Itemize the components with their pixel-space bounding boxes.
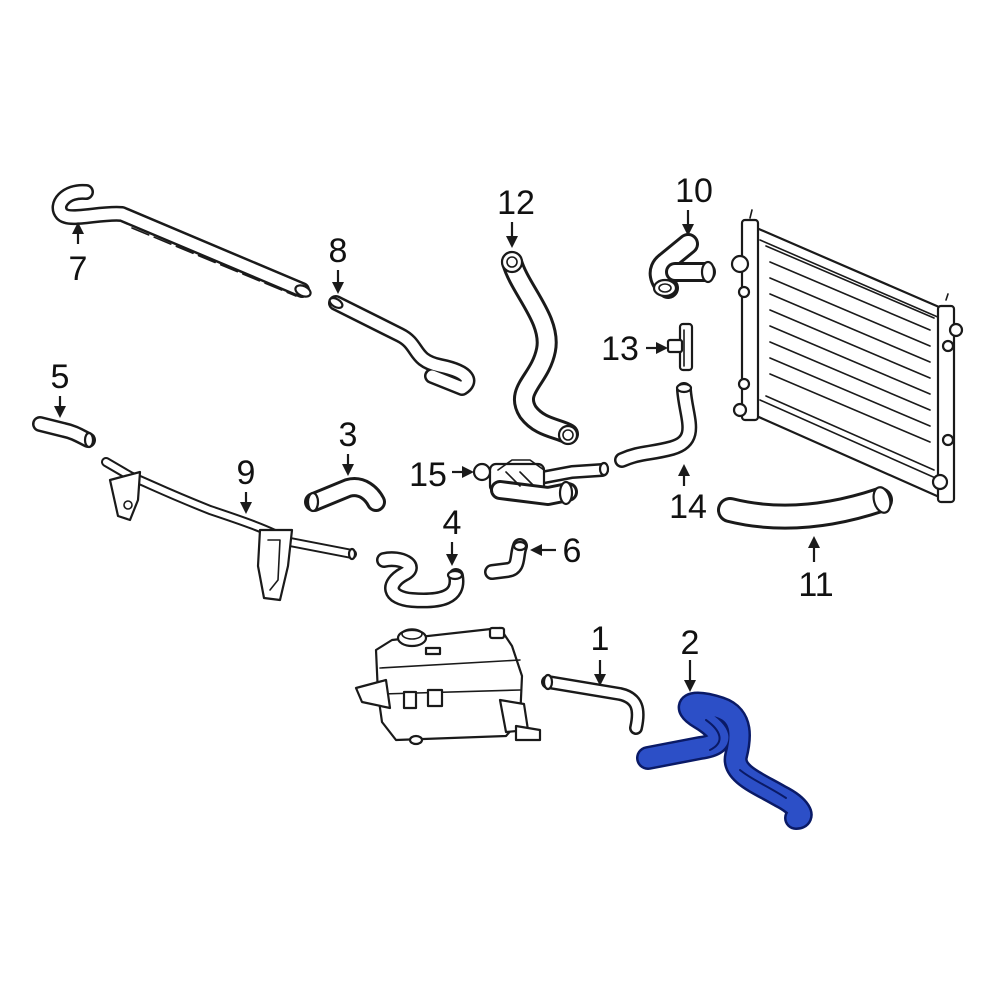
callout-15: 15: [409, 456, 447, 494]
callout-6: 6: [563, 532, 582, 570]
callout-11: 11: [798, 566, 833, 604]
callout-2: 2: [681, 624, 700, 662]
callout-3: 3: [339, 416, 358, 454]
part-6-hose[interactable]: [484, 538, 528, 580]
callout-9: 9: [237, 454, 256, 492]
callout-5: 5: [51, 358, 70, 396]
callout-10: 10: [675, 172, 713, 210]
part-13-clip[interactable]: [666, 322, 694, 372]
part-11-hose[interactable]: [717, 485, 893, 530]
radiator: [730, 209, 964, 504]
callout-arrows: [54, 210, 820, 692]
radiator-fins: [769, 261, 931, 443]
callout-12: 12: [497, 184, 535, 222]
callout-7: 7: [69, 250, 88, 288]
part-10-hose[interactable]: [648, 233, 716, 299]
callout-1: 1: [591, 620, 610, 658]
callout-8: 8: [329, 232, 348, 270]
part-9-pipe[interactable]: [101, 457, 357, 602]
part-2-hose-fill: [638, 693, 811, 828]
callout-14: 14: [669, 488, 707, 526]
callout-13: 13: [601, 330, 639, 368]
part-4-hose[interactable]: [376, 551, 465, 609]
callout-4: 4: [443, 504, 462, 542]
part-8-hose[interactable]: [328, 295, 476, 396]
callout-labels: 1 2 3 4 5 6 7 8 9 10 11 12 13 14 15: [51, 172, 834, 662]
part-5-hose[interactable]: [32, 416, 96, 449]
part-3-hose[interactable]: [304, 477, 386, 513]
part-7-coolant-pipe[interactable]: [51, 183, 312, 299]
coolant-reservoir: [354, 626, 542, 746]
part-2-hose-highlighted[interactable]: [636, 691, 813, 830]
part-12-hose[interactable]: [500, 250, 579, 446]
part-15-valve[interactable]: [472, 459, 610, 506]
part-14-hose[interactable]: [614, 382, 698, 468]
part-1-hose[interactable]: [541, 673, 645, 735]
